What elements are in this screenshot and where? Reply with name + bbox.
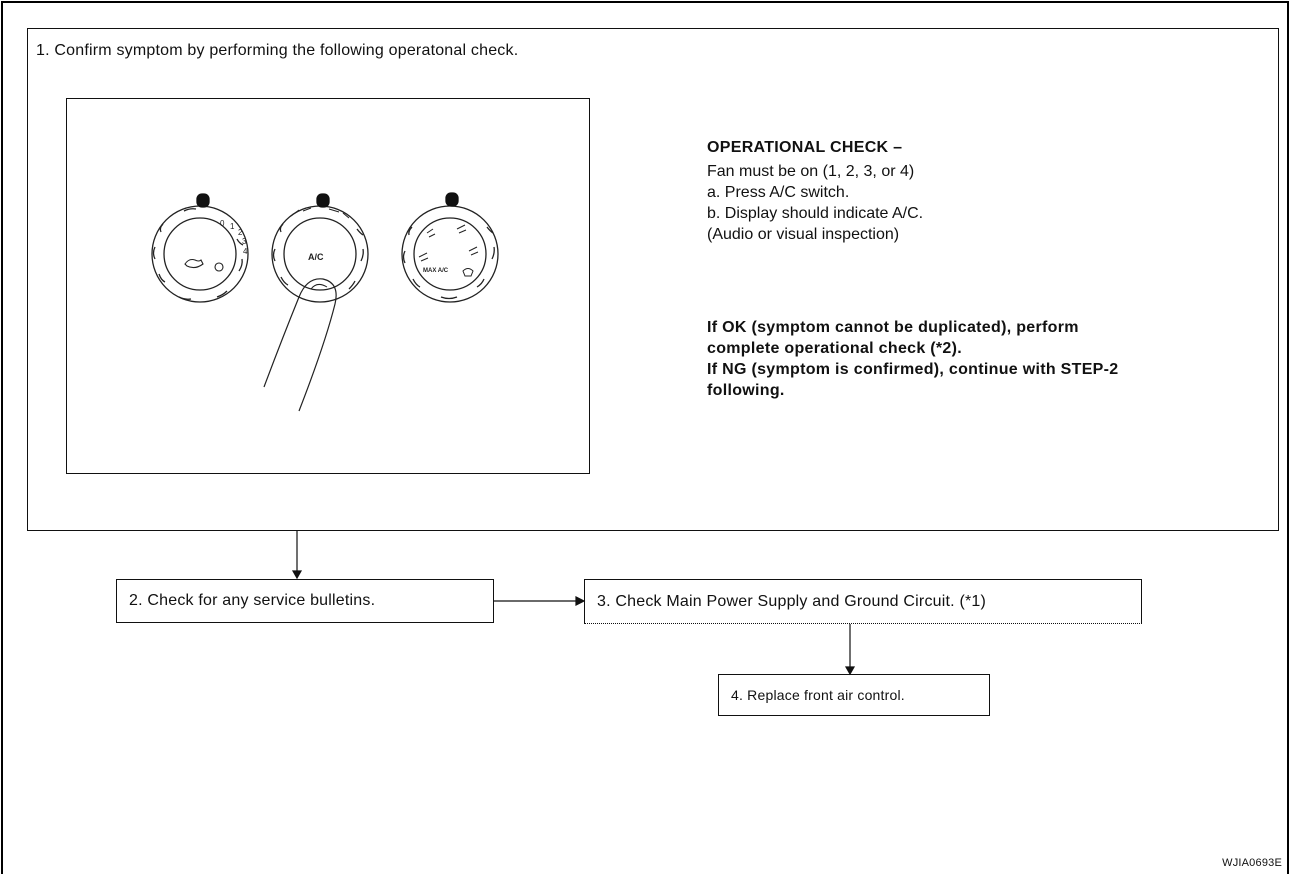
- operational-check-line: b. Display should indicate A/C.: [707, 205, 924, 222]
- step3-box: 3. Check Main Power Supply and Ground Ci…: [584, 579, 1142, 624]
- result-line: If NG (symptom is confirmed), continue w…: [707, 361, 1119, 378]
- fan-knob-indicator: [196, 193, 210, 208]
- step2-box: 2. Check for any service bulletins.: [116, 579, 494, 623]
- fan-mark-4: 4: [243, 247, 248, 256]
- step1-panel: [27, 28, 1279, 531]
- operational-check-line: a. Press A/C switch.: [707, 184, 850, 201]
- finger-drawing: [263, 278, 337, 412]
- control-panel-drawing: 0 1 2 3 4 A/C: [151, 192, 499, 412]
- result-line: following.: [707, 382, 785, 399]
- arrowhead-icon: [291, 570, 303, 580]
- step1-text: 1. Confirm symptom by performing the fol…: [36, 42, 519, 59]
- control-panel-illustration: 0 1 2 3 4 A/C: [66, 98, 590, 474]
- mode-knob-indicator: [445, 192, 459, 207]
- result-line: complete operational check (*2).: [707, 340, 963, 357]
- fan-mark-3: 3: [242, 237, 247, 246]
- arrowhead-icon: [844, 666, 856, 676]
- fan-mark-0: 0: [220, 219, 225, 228]
- operational-check-line: (Audio or visual inspection): [707, 226, 900, 243]
- fingernail-drawing: [310, 283, 328, 290]
- operational-check-line: Fan must be on (1, 2, 3, or 4): [707, 163, 915, 180]
- fan-mark-1: 1: [230, 222, 235, 231]
- arrowhead-icon: [575, 596, 586, 606]
- mode-dial: [401, 205, 499, 303]
- step3-text: 3. Check Main Power Supply and Ground Ci…: [597, 592, 987, 610]
- max-ac-label: MAX A/C: [423, 268, 449, 274]
- step2-text: 2. Check for any service bulletins.: [129, 592, 376, 609]
- step4-box: 4. Replace front air control.: [718, 674, 990, 716]
- operational-check-title: OPERATIONAL CHECK –: [707, 139, 903, 156]
- temperature-knob-indicator: [316, 193, 330, 208]
- fan-mark-2: 2: [238, 228, 243, 237]
- ac-button-label: A/C: [308, 252, 324, 262]
- figure-id: WJIA0693E: [1222, 857, 1282, 869]
- result-line: If OK (symptom cannot be duplicated), pe…: [707, 319, 1079, 336]
- step4-text: 4. Replace front air control.: [731, 687, 905, 703]
